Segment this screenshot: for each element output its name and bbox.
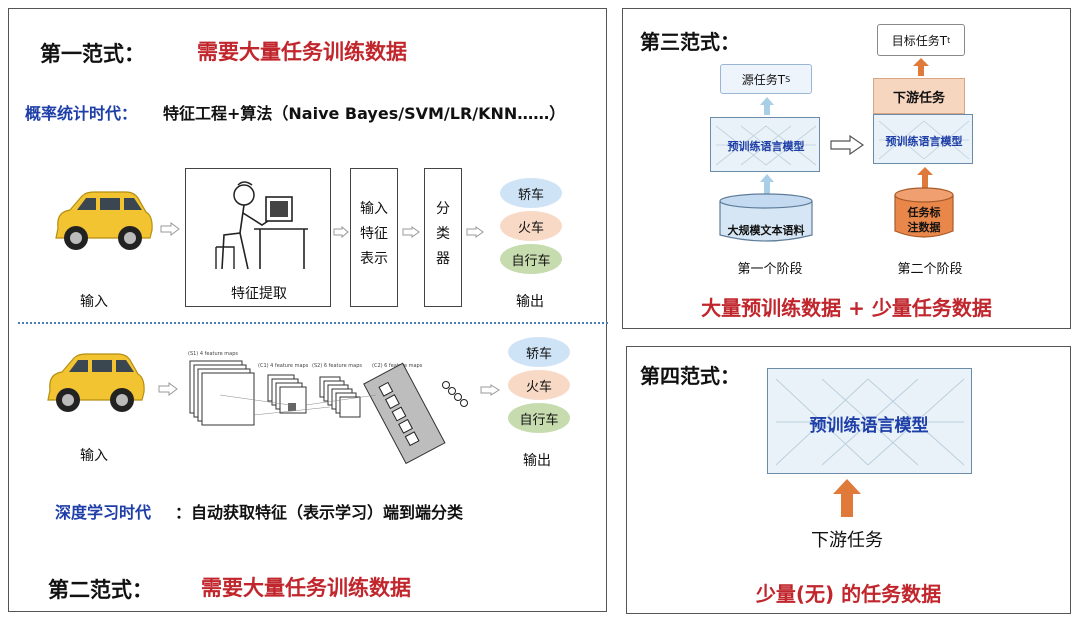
network-pattern bbox=[775, 378, 965, 466]
p4-downstream-label: 下游任务 bbox=[811, 530, 883, 551]
p3-summary: 大量预训练数据 + 少量任务数据 bbox=[701, 296, 992, 320]
p2-input-label: 输入 bbox=[80, 448, 108, 464]
database-icon bbox=[719, 193, 813, 242]
p4-plm-label: 预训练语言模型 bbox=[809, 416, 929, 436]
feature-repr-line-1: 输入 bbox=[360, 201, 388, 217]
arrow-right-icon bbox=[402, 226, 420, 238]
arrow-right-icon bbox=[480, 384, 500, 396]
classifier-line-2: 类 bbox=[436, 226, 450, 242]
p1-era-label: 概率统计时代： bbox=[25, 104, 138, 123]
left-panel bbox=[8, 8, 607, 612]
network-pattern bbox=[715, 125, 817, 166]
p1-output-train: 火车 bbox=[500, 211, 562, 241]
p4-plm-box: 预训练语言模型 bbox=[767, 368, 972, 474]
corpus-label: 大规模文本语料 bbox=[727, 224, 805, 237]
target-task-label: 目标任务T bbox=[891, 33, 948, 48]
panel-divider bbox=[18, 322, 608, 324]
stage1-label: 第一个阶段 bbox=[737, 262, 803, 277]
downstream-box: 下游任务 bbox=[873, 78, 965, 114]
arrow-up-icon bbox=[760, 97, 774, 115]
p2-output-bike: 自行车 bbox=[508, 403, 570, 433]
classifier-line-1: 分 bbox=[436, 201, 450, 217]
source-task-label: 源任务T bbox=[741, 72, 786, 87]
car-icon bbox=[55, 191, 153, 250]
p1-need: 需要大量任务训练数据 bbox=[197, 40, 407, 64]
arrow-right-icon bbox=[160, 222, 180, 236]
task-data-line-1: 任务标 bbox=[907, 206, 941, 219]
arrow-up-icon bbox=[833, 479, 861, 517]
classifier-box: 分 类 器 bbox=[424, 168, 462, 307]
feature-extract-label: 特征提取 bbox=[231, 286, 287, 302]
p2-need: 需要大量任务训练数据 bbox=[201, 576, 411, 600]
cnn-label-s2: (S2) 6 feature maps bbox=[312, 363, 362, 369]
p2-era-desc: ：自动获取特征（表示学习）端到端分类 bbox=[175, 503, 464, 522]
target-task-sub: t bbox=[947, 35, 951, 45]
p4-summary: 少量(无) 的任务数据 bbox=[755, 582, 942, 606]
p1-output-bike: 自行车 bbox=[500, 244, 562, 274]
source-task-sub: S bbox=[785, 74, 791, 84]
task-data-line-2: 注数据 bbox=[907, 221, 941, 234]
p3-panel bbox=[622, 8, 1071, 329]
arrow-up-icon bbox=[913, 58, 929, 76]
p2-era-label: 深度学习时代 bbox=[55, 503, 152, 522]
car-icon bbox=[47, 353, 145, 412]
arrow-right-icon bbox=[158, 382, 178, 396]
feature-repr-line-2: 特征 bbox=[360, 226, 388, 242]
p2-title: 第二范式： bbox=[48, 578, 153, 602]
p2-output-label: 输出 bbox=[523, 453, 551, 469]
cnn-label-s1: (S1) 4 feature maps bbox=[188, 351, 238, 357]
p3-title: 第三范式： bbox=[640, 30, 740, 54]
engineer-at-desk-icon bbox=[215, 181, 308, 270]
p1-era-desc: 特征工程+算法（Naive Bayes/SVM/LR/KNN……） bbox=[163, 104, 566, 123]
classifier-line-3: 器 bbox=[436, 251, 450, 267]
cnn-diagram: (S1) 4 feature maps (C1) 4 feature maps … bbox=[180, 345, 480, 465]
p4-title: 第四范式： bbox=[640, 364, 740, 388]
p3-plm-label-1: 预训练语言模型 bbox=[727, 140, 805, 153]
p1-output-label: 输出 bbox=[516, 294, 544, 310]
p3-plm-box-2: 预训练语言模型 bbox=[873, 114, 973, 164]
database-icon bbox=[894, 187, 954, 238]
p3-plm-label-2: 预训练语言模型 bbox=[885, 135, 963, 148]
network-pattern bbox=[878, 120, 970, 160]
feature-repr-box: 输入 特征 表示 bbox=[350, 168, 398, 307]
downstream-label: 下游任务 bbox=[892, 90, 945, 106]
stage2-label: 第二个阶段 bbox=[897, 262, 963, 277]
arrow-up-icon bbox=[917, 167, 933, 189]
p2-output-train: 火车 bbox=[508, 370, 570, 400]
p1-input-label: 输入 bbox=[80, 294, 108, 310]
arrow-right-icon bbox=[466, 226, 484, 238]
p3-plm-box-1: 预训练语言模型 bbox=[710, 117, 820, 172]
cnn-feature-maps bbox=[189, 360, 468, 465]
p2-output-car: 轿车 bbox=[508, 337, 570, 367]
arrow-right-icon bbox=[830, 134, 865, 156]
arrow-up-icon bbox=[760, 174, 774, 194]
arrow-right-icon bbox=[333, 225, 349, 239]
p1-output-car: 轿车 bbox=[500, 178, 562, 208]
feature-repr-line-3: 表示 bbox=[360, 251, 388, 267]
feature-extract-box: 特征提取 bbox=[185, 168, 331, 307]
cnn-label-c1: (C1) 4 feature maps bbox=[258, 363, 309, 369]
p1-title: 第一范式： bbox=[40, 42, 145, 66]
